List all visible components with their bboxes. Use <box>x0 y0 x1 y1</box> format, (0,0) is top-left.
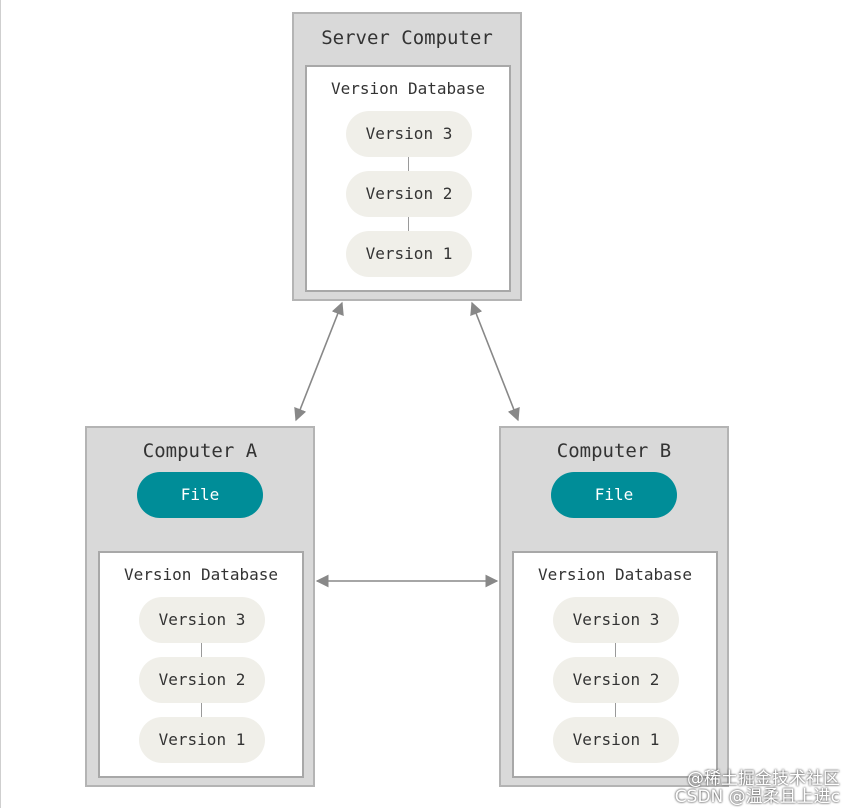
computer-a-version-1: Version 1 <box>139 717 265 763</box>
computer-b: Computer B File Version Database Version… <box>499 426 729 787</box>
server-version-3: Version 3 <box>346 111 472 157</box>
watermark-line-2: CSDN @温柔且上进c <box>674 787 840 807</box>
server-version-1: Version 1 <box>346 231 472 277</box>
computer-b-title: Computer B <box>556 440 672 462</box>
server-version-database: Version Database Version 3 Version 2 Ver… <box>305 65 511 292</box>
computer-a-file: File <box>137 472 263 518</box>
computer-a: Computer A File Version Database Version… <box>85 426 315 787</box>
watermark-line-1: @稀土掘金技术社区 <box>687 769 840 789</box>
computer-a-db-title: Version Database <box>123 565 279 584</box>
server-computer-title: Server Computer <box>321 27 493 49</box>
computer-b-file: File <box>551 472 677 518</box>
computer-a-title: Computer A <box>142 440 258 462</box>
computer-a-version-3: Version 3 <box>139 597 265 643</box>
computer-a-version-database: Version Database Version 3 Version 2 Ver… <box>98 551 304 778</box>
server-version-2: Version 2 <box>346 171 472 217</box>
server-db-title: Version Database <box>330 79 486 98</box>
computer-b-version-2: Version 2 <box>553 657 679 703</box>
computer-a-version-2: Version 2 <box>139 657 265 703</box>
computer-b-version-1: Version 1 <box>553 717 679 763</box>
page-left-border <box>0 0 1 808</box>
computer-b-version-database: Version Database Version 3 Version 2 Ver… <box>512 551 718 778</box>
computer-b-db-title: Version Database <box>537 565 693 584</box>
arrow-server-computer-b <box>470 301 520 422</box>
computer-b-version-3: Version 3 <box>553 597 679 643</box>
server-computer: Server Computer Version Database Version… <box>292 12 522 301</box>
arrow-server-computer-a <box>294 301 344 422</box>
